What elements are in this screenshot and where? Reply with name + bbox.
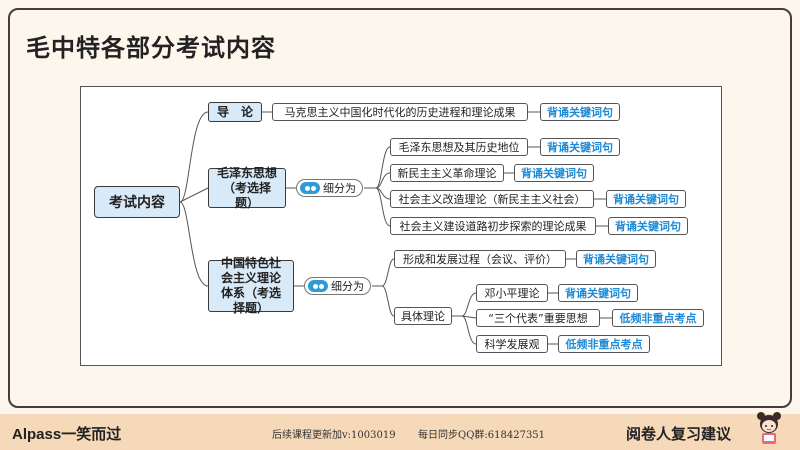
mao-tag-3: 背诵关键词句 <box>606 190 686 208</box>
girl-mascot-icon <box>757 412 781 444</box>
cs-pill-label: 细分为 <box>331 280 364 293</box>
cs-subdivide-pill: 细分为 <box>304 277 371 295</box>
footer-bar: Alpass一笑而过 后续课程更新加v:1003019 每日同步QQ群:6184… <box>0 414 800 450</box>
mao-item-3: 社会主义改造理论（新民主主义社会） <box>390 190 594 208</box>
mao-item-1: 毛泽东思想及其历史地位 <box>390 138 528 156</box>
branch-mao: 毛泽东思想（考选择题） <box>208 166 286 210</box>
intro-tag: 背诵关键词句 <box>540 103 620 121</box>
footer-advice: 阅卷人复习建议 <box>626 425 732 443</box>
theory-three-represents-tag: 低频非重点考点 <box>612 309 704 327</box>
branch-intro: 导 论 <box>208 102 262 122</box>
theory-three-represents: “三个代表”重要思想 <box>476 309 600 327</box>
page-title: 毛中特各部分考试内容 <box>26 34 276 62</box>
cs-specific: 具体理论 <box>394 307 452 325</box>
footer-brand: Alpass一笑而过 <box>12 426 122 443</box>
theory-deng: 邓小平理论 <box>476 284 548 302</box>
people-icon <box>308 280 328 292</box>
mao-tag-4: 背诵关键词句 <box>608 217 688 235</box>
mao-item-2: 新民主主义革命理论 <box>390 164 504 182</box>
mao-tag-2: 背诵关键词句 <box>514 164 594 182</box>
theory-scientific-development-tag: 低频非重点考点 <box>558 335 650 353</box>
cs-formation-tag: 背诵关键词句 <box>576 250 656 268</box>
mao-subdivide-pill: 细分为 <box>296 179 363 197</box>
mao-tag-1: 背诵关键词句 <box>540 138 620 156</box>
people-icon <box>300 182 320 194</box>
root-node: 考试内容 <box>94 186 180 218</box>
mao-pill-label: 细分为 <box>323 182 356 195</box>
theory-scientific-development: 科学发展观 <box>476 335 548 353</box>
mao-item-4: 社会主义建设道路初步探索的理论成果 <box>390 217 596 235</box>
theory-deng-tag: 背诵关键词句 <box>558 284 638 302</box>
footer-qq-group: 每日同步QQ群:618427351 <box>418 430 546 441</box>
footer-course-update: 后续课程更新加v:1003019 <box>272 430 396 441</box>
branch-socialism: 中国特色社会主义理论体系（考选择题） <box>208 256 294 315</box>
intro-item: 马克思主义中国化时代化的历史进程和理论成果 <box>272 103 528 121</box>
cs-formation: 形成和发展过程（会议、评价） <box>394 250 566 268</box>
